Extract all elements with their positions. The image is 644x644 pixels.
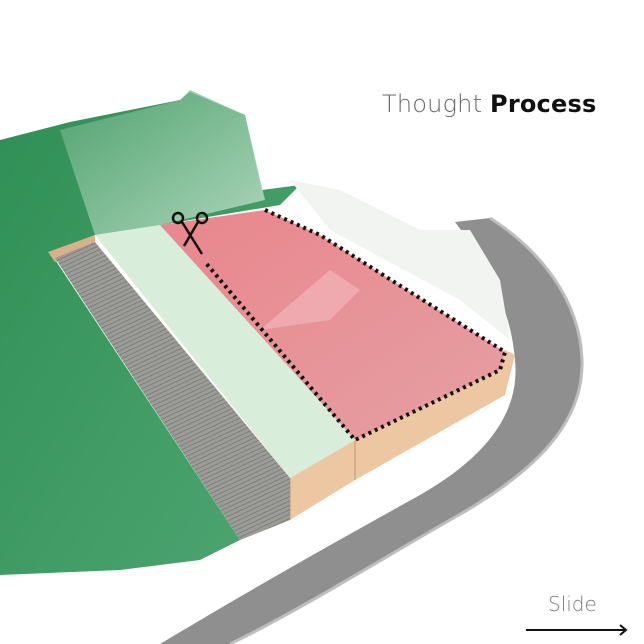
base-left-wall	[48, 235, 95, 262]
title-bold: Process	[490, 90, 597, 118]
cut-area-facet	[260, 270, 360, 330]
light-green-terrace	[95, 225, 355, 478]
stairs[interactable]	[55, 242, 290, 540]
title-light: Thought	[382, 90, 483, 118]
arrow-right-icon	[526, 624, 628, 636]
terrain-hill	[60, 90, 265, 235]
scissors-icon	[171, 211, 209, 255]
cut-area[interactable]	[160, 210, 505, 440]
cut-outline	[203, 208, 508, 443]
slide-label: Slide	[548, 592, 597, 616]
terrain-right-fade	[290, 180, 510, 340]
road-edge	[229, 216, 584, 644]
page-title: Thought Process	[382, 90, 596, 118]
terrain-left	[0, 92, 300, 575]
